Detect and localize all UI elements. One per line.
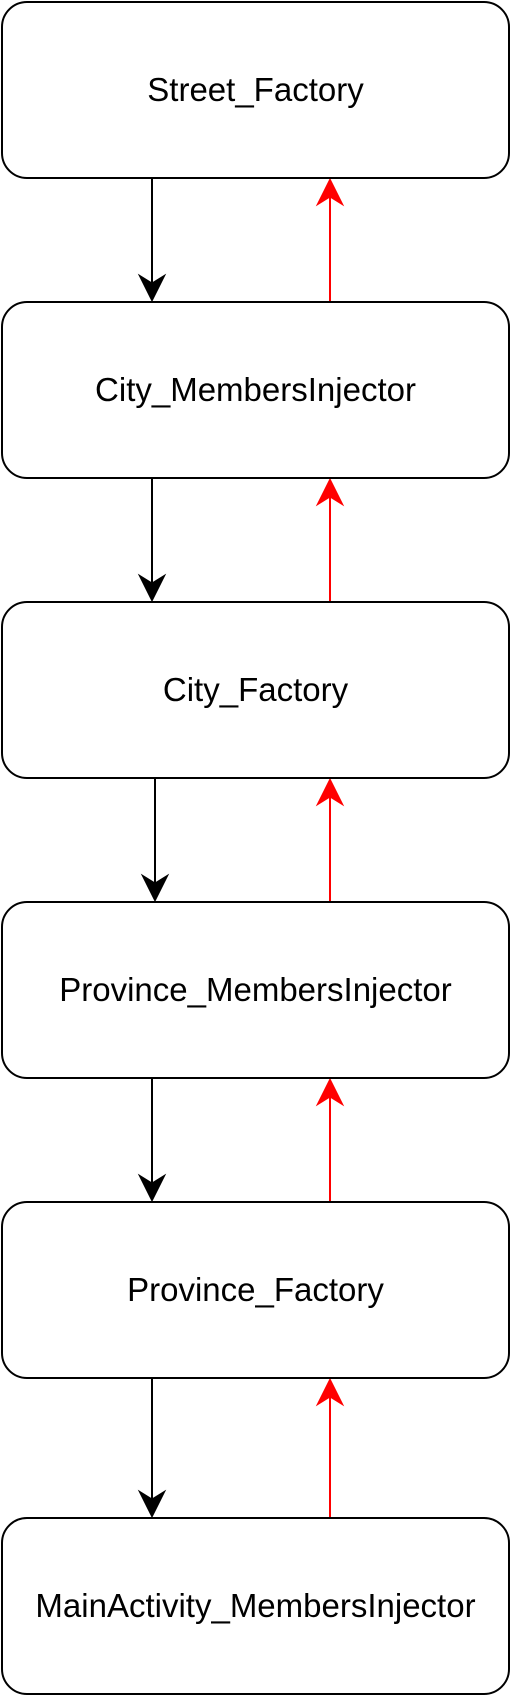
node-label: Province_MembersInjector	[59, 971, 452, 1008]
edge-arrow-down	[137, 1079, 167, 1203]
node-label: Street_Factory	[147, 71, 364, 108]
node-label: City_Factory	[162, 671, 349, 708]
edge-arrow-down	[140, 779, 170, 903]
node-city-members-injector[interactable]: City_MembersInjector	[1, 301, 510, 479]
edge-arrow-up	[315, 477, 345, 601]
edge-arrow-down	[137, 179, 167, 303]
edge-arrow-up	[315, 1377, 345, 1517]
node-province-factory[interactable]: Province_Factory	[1, 1201, 510, 1379]
node-province-members-injector[interactable]: Province_MembersInjector	[1, 901, 510, 1079]
edge-arrow-down	[137, 1379, 167, 1519]
node-city-factory[interactable]: City_Factory	[1, 601, 510, 779]
edge-arrow-up	[315, 1077, 345, 1201]
node-mainactivity-members-injector[interactable]: MainActivity_MembersInjector	[1, 1517, 510, 1695]
node-label: Province_Factory	[127, 1271, 384, 1308]
node-label: MainActivity_MembersInjector	[35, 1587, 476, 1624]
node-street-factory[interactable]: Street_Factory	[1, 1, 510, 179]
edge-arrow-up	[315, 177, 345, 301]
edge-arrow-down	[137, 479, 167, 603]
edge-arrow-up	[315, 777, 345, 901]
node-label: City_MembersInjector	[95, 371, 416, 408]
